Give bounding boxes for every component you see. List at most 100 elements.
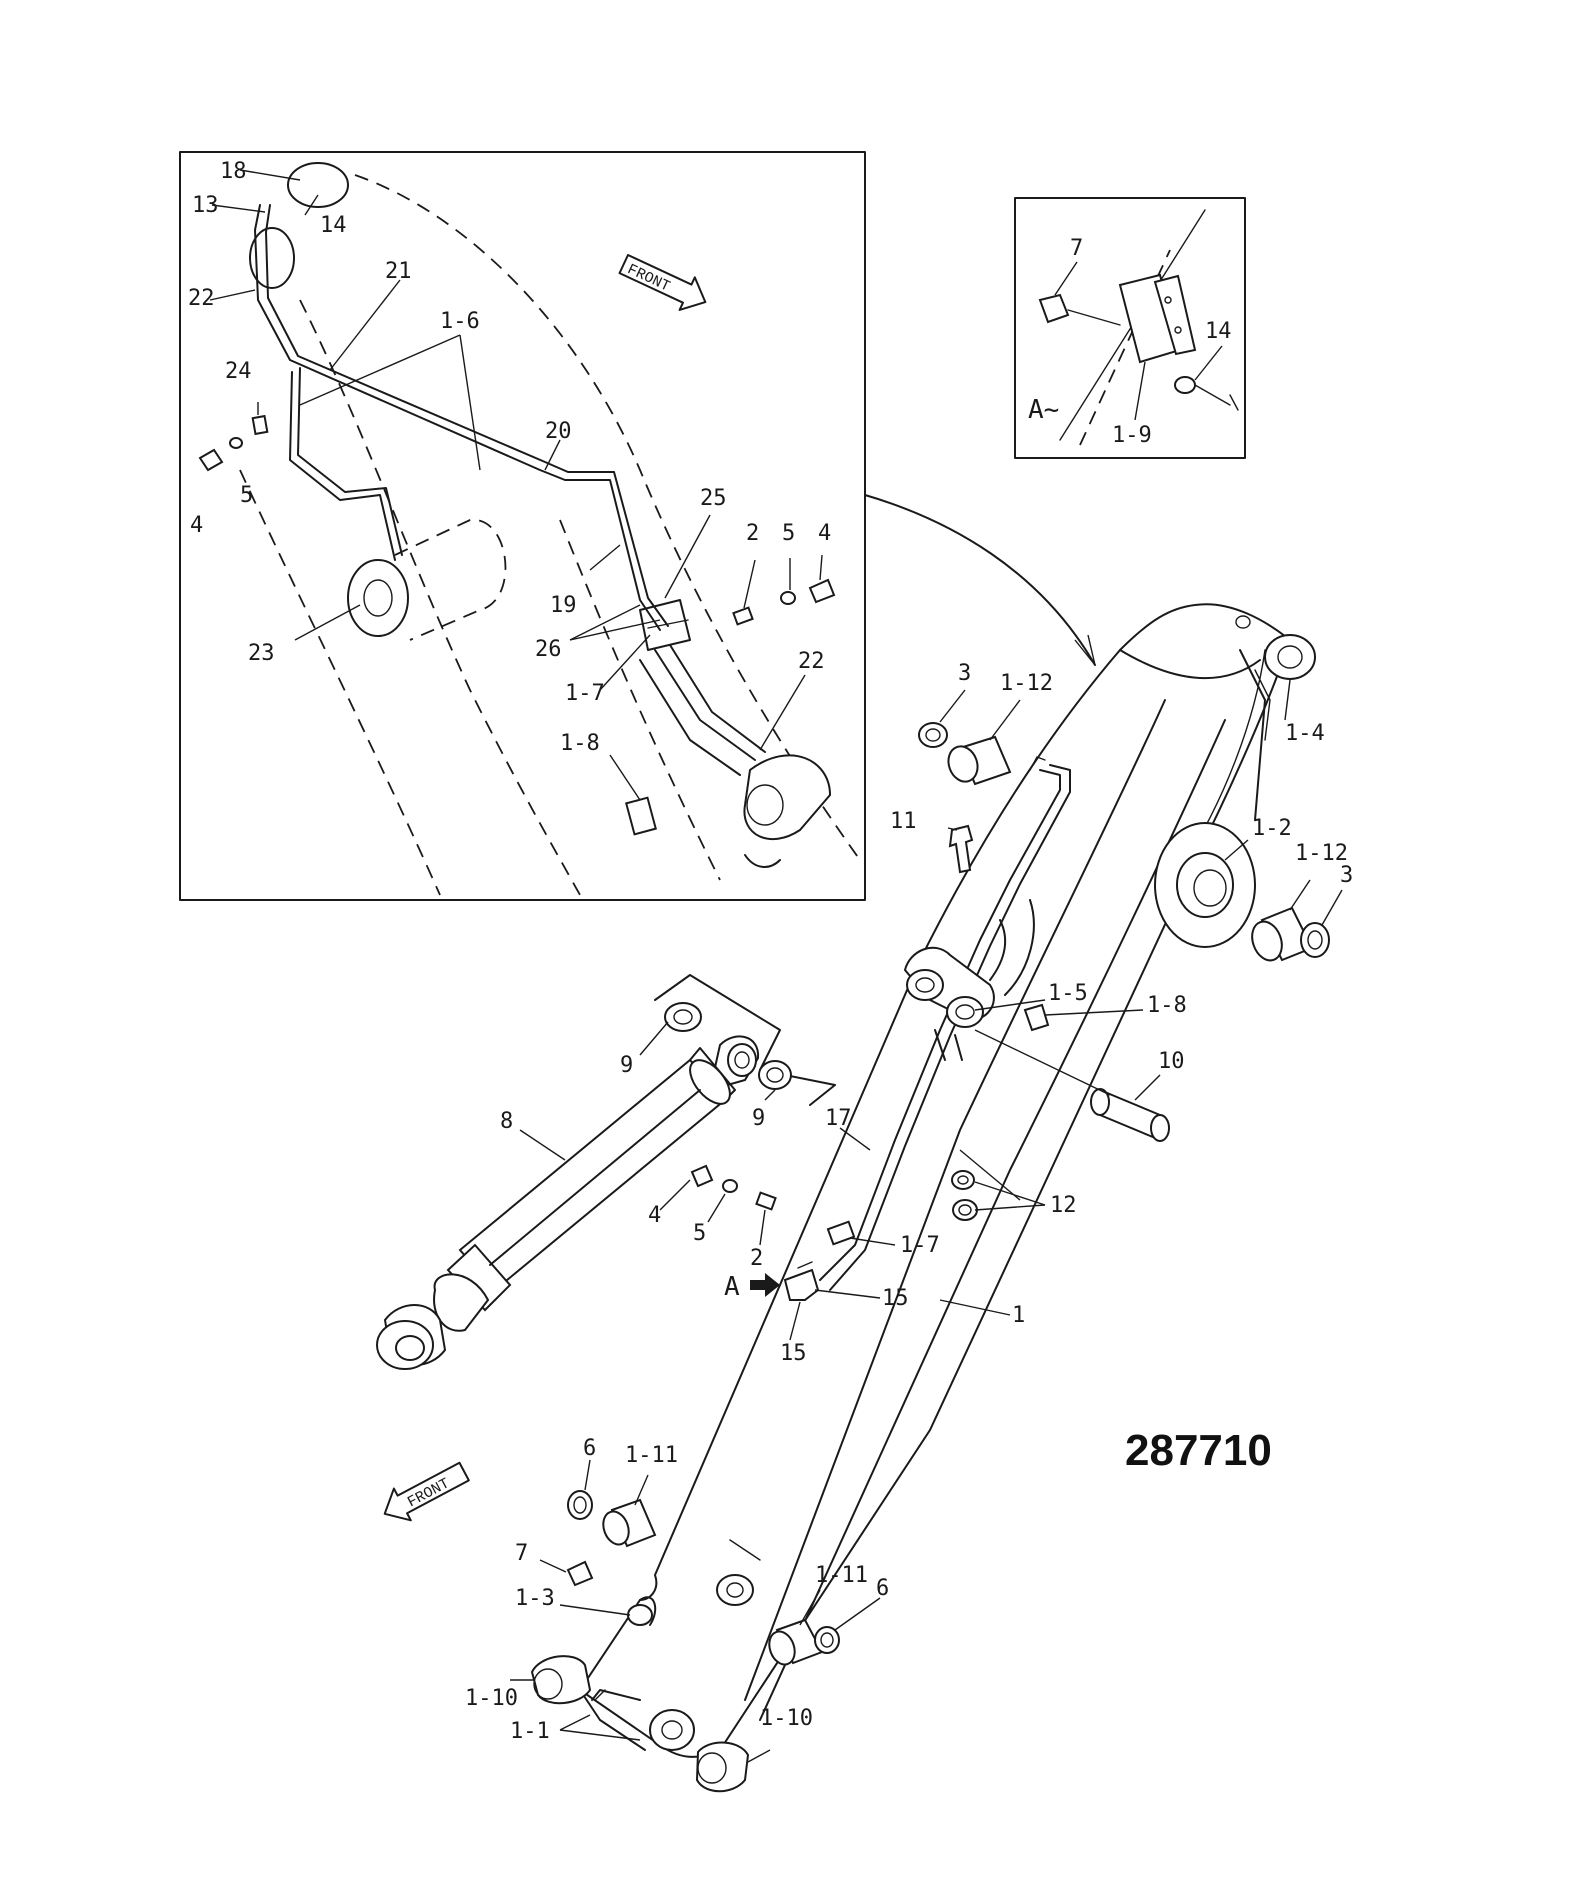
fitting-15 xyxy=(783,1268,820,1301)
detail-cylinder-boss xyxy=(347,559,409,637)
clamp-1-7 xyxy=(826,1220,856,1246)
diagram-code: 287710 xyxy=(1125,1426,1272,1475)
boom-lower-boss xyxy=(649,1709,695,1751)
main-label-1: 1 xyxy=(1012,1303,1025,1328)
boss-1-5 xyxy=(946,996,984,1028)
detail-front-text: FRONT xyxy=(625,261,673,295)
main-label-1-1: 1-1 xyxy=(510,1719,550,1744)
main-label-1-11b: 1-11 xyxy=(815,1563,868,1588)
detail-label-1-7: 1-7 xyxy=(565,681,605,706)
main-label-10: 10 xyxy=(1158,1049,1185,1074)
main-label-1-5: 1-5 xyxy=(1048,981,1088,1006)
ring-6-right xyxy=(814,1626,840,1654)
main-label-1-12b: 1-12 xyxy=(1295,841,1348,866)
detail-label-19: 19 xyxy=(550,593,577,618)
nut-12a xyxy=(951,1170,975,1190)
bolt-4 xyxy=(690,1164,714,1188)
bushing-1-10-right xyxy=(695,1741,750,1793)
detail-label-22: 22 xyxy=(188,286,215,311)
main-label-11: 11 xyxy=(890,809,917,834)
main-label-1-7: 1-7 xyxy=(900,1233,940,1258)
boom-cylinder-8 xyxy=(376,974,836,1370)
detail-frame xyxy=(179,151,866,901)
main-label-15a: 15 xyxy=(882,1286,909,1311)
washer-9-right xyxy=(758,1060,792,1090)
detail-label-26: 26 xyxy=(535,637,562,662)
main-label-1-4: 1-4 xyxy=(1285,721,1325,746)
main-label-12: 12 xyxy=(1050,1193,1077,1218)
main-label-8: 8 xyxy=(500,1109,513,1134)
detail-connector-curve xyxy=(864,494,1096,666)
detail-top-boss xyxy=(287,162,349,208)
plate-2 xyxy=(755,1191,777,1211)
view-a-label-1-9: 1-9 xyxy=(1112,423,1152,448)
detail-pipe-22 xyxy=(254,204,661,631)
main-label-6b: 6 xyxy=(876,1576,889,1601)
main-label-7: 7 xyxy=(515,1541,528,1566)
main-label-3b: 3 xyxy=(1340,863,1353,888)
main-label-1-10b: 1-10 xyxy=(760,1706,813,1731)
detail-label-5: 5 xyxy=(240,483,253,508)
view-a-inset: 7 14 1-9 A~ xyxy=(1014,197,1246,459)
main-label-1-11a: 1-11 xyxy=(625,1443,678,1468)
main-label-9a: 9 xyxy=(620,1053,633,1078)
main-label-1-2: 1-2 xyxy=(1252,816,1292,841)
main-label-3a: 3 xyxy=(958,661,971,686)
nut-12b xyxy=(952,1199,978,1221)
main-label-view-a: A xyxy=(724,1272,740,1302)
main-label-1-10a: 1-10 xyxy=(465,1686,518,1711)
washer-3-top xyxy=(918,722,948,748)
main-label-6a: 6 xyxy=(583,1436,596,1461)
cylinder-bracket-plate xyxy=(654,974,781,1071)
detail-label-1-6: 1-6 xyxy=(440,309,480,334)
detail-label-25: 25 xyxy=(700,486,727,511)
detail-label-21: 21 xyxy=(385,259,412,284)
boom-pipe-run xyxy=(819,769,1061,1281)
main-label-9b: 9 xyxy=(752,1106,765,1131)
detail-bracket-1-8 xyxy=(625,796,657,836)
main-label-4: 4 xyxy=(648,1203,661,1228)
main-label-1-12a: 1-12 xyxy=(1000,671,1053,696)
detail-label-4: 4 xyxy=(190,513,203,538)
main-label-1-3: 1-3 xyxy=(515,1586,555,1611)
detail-label-18: 18 xyxy=(220,159,247,184)
view-a-label: A~ xyxy=(1028,395,1059,425)
detail-cylinder-ghost xyxy=(394,519,507,641)
main-front-text: FRONT xyxy=(405,1475,453,1511)
detail-label-4b: 4 xyxy=(818,521,831,546)
boom-top-boss-1-4 xyxy=(1264,634,1316,680)
bolt-11 xyxy=(948,824,974,874)
grease-fitting-7 xyxy=(566,1560,594,1587)
main-front-arrow: FRONT xyxy=(383,1461,470,1522)
boom-disc-1-2 xyxy=(1154,822,1256,948)
detail-view: FRONT 18 13 14 22 21 1-6 24 4 5 20 25 xyxy=(179,151,866,901)
detail-washer-5 xyxy=(780,591,796,605)
detail-plate-24 xyxy=(251,414,269,436)
washer-5 xyxy=(722,1179,738,1193)
view-a-fitting-7 xyxy=(1038,293,1070,324)
main-label-2: 2 xyxy=(750,1246,763,1271)
block-1-8 xyxy=(1023,1003,1050,1032)
detail-pipe-21 xyxy=(289,371,396,561)
detail-label-5b: 5 xyxy=(782,521,795,546)
view-a-label-14: 14 xyxy=(1205,319,1232,344)
detail-label-24: 24 xyxy=(225,359,252,384)
detail-label-22b: 22 xyxy=(798,649,825,674)
detail-label-20: 20 xyxy=(545,419,572,444)
hole-1-3 xyxy=(627,1604,653,1626)
detail-bolt-4 xyxy=(808,578,836,604)
detail-label-2: 2 xyxy=(746,521,759,546)
main-label-15b: 15 xyxy=(780,1341,807,1366)
detail-label-23: 23 xyxy=(248,641,275,666)
washer-3-right xyxy=(1300,922,1330,958)
detail-label-1-8: 1-8 xyxy=(560,731,600,756)
view-a-frame xyxy=(1014,197,1246,459)
detail-boom-outline-dashed xyxy=(354,174,861,861)
detail-plate-2 xyxy=(732,606,754,626)
detail-lower-boss xyxy=(743,754,832,840)
view-a-label-7: 7 xyxy=(1070,236,1083,261)
detail-front-arrow: FRONT xyxy=(618,254,707,311)
boom-body xyxy=(578,603,1292,1758)
view-a-arrow xyxy=(750,1273,780,1297)
